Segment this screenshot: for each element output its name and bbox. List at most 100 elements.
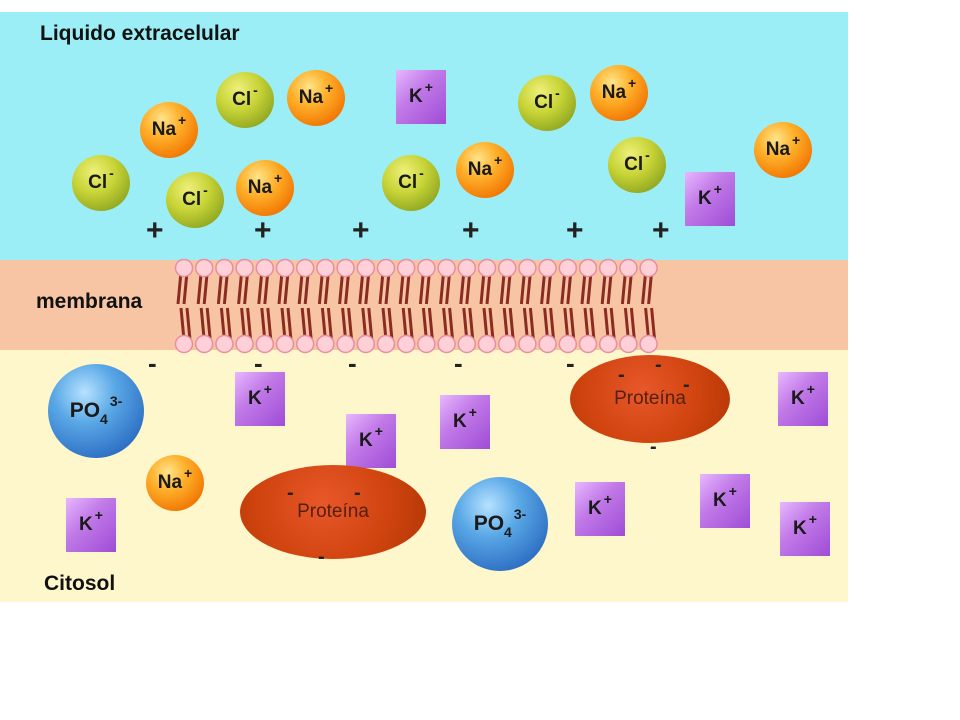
- ion-symbol: Na: [765, 139, 791, 160]
- lipid-tail: [505, 271, 512, 305]
- ion-symbol: Na: [157, 472, 183, 493]
- lipid-tail: [479, 271, 486, 305]
- lipid-head: [174, 258, 194, 278]
- lipid-head: [316, 334, 335, 354]
- chloride-ion: Cl-: [382, 155, 440, 211]
- lipid-tail: [488, 307, 495, 341]
- lipid-tail: [300, 307, 307, 341]
- lipid-tail: [465, 271, 472, 305]
- lipid-tail: [286, 307, 293, 341]
- ion-charge: +: [274, 170, 283, 186]
- lipid-head: [477, 334, 497, 354]
- lipid-tail: [407, 307, 414, 341]
- lipid-head: [437, 334, 456, 354]
- sodium-ion: Na+: [754, 122, 812, 178]
- diagram: Liquido extracelular membrana Citosol Cl…: [0, 12, 848, 602]
- lipid-tail: [623, 307, 630, 341]
- lipid-head: [174, 334, 194, 354]
- lipid-tail: [442, 307, 449, 341]
- protein: Proteína: [570, 355, 730, 443]
- lipid-tail: [600, 271, 607, 305]
- lipid-tail: [546, 271, 553, 305]
- lipid-tail: [566, 271, 573, 305]
- lipid-tail: [205, 307, 212, 341]
- lipid-tail: [378, 271, 385, 305]
- lipid-head: [578, 258, 598, 278]
- lipid-tail: [216, 271, 223, 305]
- ion-charge: +: [184, 465, 193, 481]
- lipid-tail: [499, 271, 506, 305]
- lipid-head: [417, 334, 436, 354]
- ion-symbol: K: [79, 514, 93, 535]
- lipid-head: [255, 258, 275, 278]
- ion-charge: +: [374, 423, 383, 439]
- extracellular-label: Liquido extracelular: [40, 22, 240, 45]
- lipid-head: [437, 258, 456, 278]
- minus-charge: -: [148, 348, 157, 378]
- lipid-head: [275, 258, 295, 278]
- lipid-head: [457, 334, 477, 354]
- lipid-head: [295, 258, 315, 278]
- lipid-tail: [317, 271, 324, 305]
- ion-symbol: K: [793, 518, 807, 539]
- lipid-tail: [237, 271, 244, 305]
- ion-charge: -: [203, 182, 208, 198]
- lipid-tail: [297, 271, 304, 305]
- lipid-head: [477, 258, 497, 278]
- lipid-head: [255, 334, 275, 354]
- lipid-tail: [240, 307, 247, 341]
- cytosol-label: Citosol: [44, 572, 116, 595]
- ion-symbol: K: [713, 490, 727, 511]
- lipid-tail: [387, 307, 394, 341]
- lipid-tail: [522, 307, 529, 341]
- lipid-tail: [176, 271, 183, 305]
- ion-symbol: Cl: [88, 172, 108, 193]
- lipid-head: [215, 258, 234, 278]
- lipid-tail: [364, 271, 371, 305]
- lipid-tail: [519, 271, 526, 305]
- lipid-tail: [266, 307, 273, 341]
- lipid-tail: [361, 307, 368, 341]
- ion-charge: +: [603, 491, 612, 507]
- lipid-head: [619, 334, 638, 354]
- lipid-head: [538, 334, 557, 354]
- lipid-head: [215, 334, 234, 354]
- lipid-tail: [482, 307, 489, 341]
- potassium-ion: K+: [700, 474, 750, 528]
- lipid-tail: [320, 307, 327, 341]
- plus-charge: +: [352, 214, 370, 247]
- lipid-tail: [306, 307, 313, 341]
- ion-symbol: Cl: [534, 92, 554, 113]
- lipid-tail: [338, 271, 345, 305]
- ion-charge: +: [628, 75, 637, 91]
- lipid-head: [558, 334, 578, 354]
- lipid-tail: [323, 271, 330, 305]
- lipid-tail: [347, 307, 354, 341]
- lipid-head: [396, 258, 416, 278]
- lipid-tail: [629, 307, 636, 341]
- lipid-tail: [202, 271, 209, 305]
- lipid-tail: [606, 271, 613, 305]
- sodium-ion: Na+: [287, 70, 345, 126]
- lipid-tail: [398, 271, 405, 305]
- plus-charge: +: [462, 214, 480, 247]
- lipid-tail: [609, 307, 616, 341]
- ion-charge: -: [253, 82, 258, 98]
- ion-charge: -: [645, 147, 650, 163]
- lipid-tail: [303, 271, 310, 305]
- ion-symbol: K: [409, 86, 423, 107]
- potassium-ion: K+: [440, 395, 490, 449]
- potassium-ion: K+: [235, 372, 285, 426]
- ion-charge: +: [494, 152, 503, 168]
- ion-symbol: K: [698, 188, 712, 209]
- lipid-tail: [647, 271, 654, 305]
- lipid-tail: [381, 307, 388, 341]
- lipid-head: [194, 334, 214, 354]
- lipid-tail: [583, 307, 590, 341]
- lipid-tail: [225, 307, 232, 341]
- ion-charge: +: [424, 79, 433, 95]
- lipid-head: [598, 334, 618, 354]
- plus-charge: +: [652, 214, 670, 247]
- ion-charge: -: [419, 165, 424, 181]
